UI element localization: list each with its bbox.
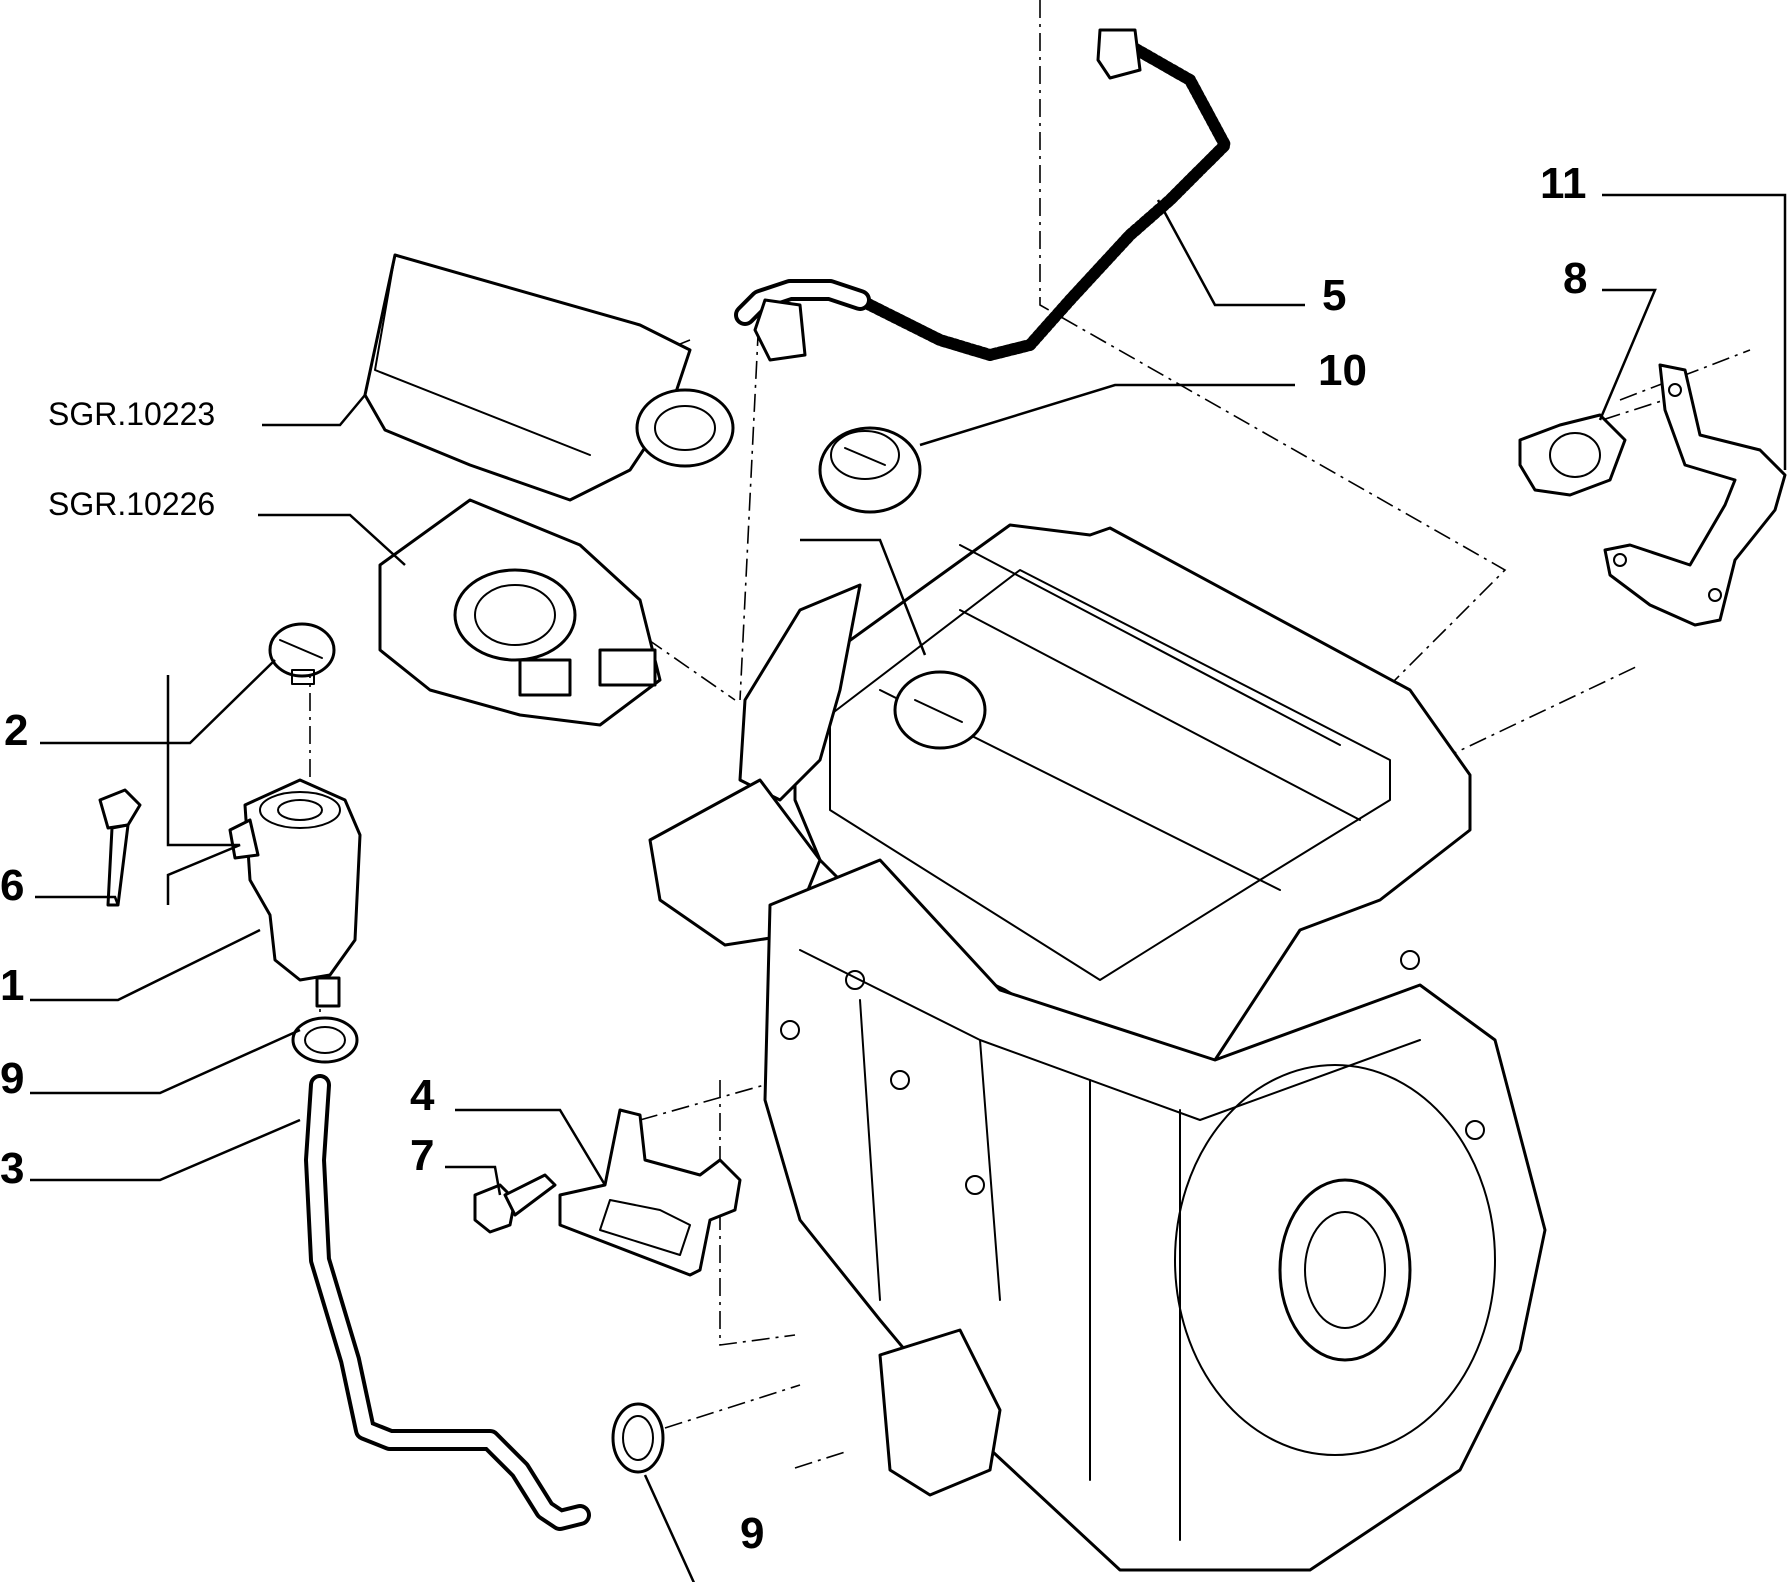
pipe-clip xyxy=(1518,413,1627,497)
callout-5: 5 xyxy=(1322,271,1346,320)
callout-2: 2 xyxy=(4,706,28,755)
filler-pointer-line xyxy=(800,538,927,656)
hose-clamp-upper xyxy=(291,1016,359,1064)
mounting-bracket xyxy=(558,1108,742,1277)
support-bracket xyxy=(1603,363,1787,627)
engine-block xyxy=(648,523,1547,1572)
callout-8: 8 xyxy=(1563,254,1587,303)
vent-pipe xyxy=(734,28,1231,362)
bolt-7 xyxy=(473,1173,557,1234)
callout-9-lower: 9 xyxy=(740,1509,764,1558)
leader-lines xyxy=(30,193,1787,1582)
bolt-6 xyxy=(98,788,142,907)
callout-3: 3 xyxy=(0,1144,24,1193)
oil-filler-cap xyxy=(818,426,922,514)
ref-sgr-10223: SGR.10223 xyxy=(48,396,215,432)
callout-10: 10 xyxy=(1318,346,1367,395)
callout-4: 4 xyxy=(410,1071,435,1120)
breather-hose xyxy=(304,1074,591,1531)
throttle-body xyxy=(378,498,662,727)
callout-6: 6 xyxy=(0,861,24,910)
hose-clamp-lower xyxy=(611,1402,665,1474)
ref-sgr-10226: SGR.10226 xyxy=(48,486,215,522)
callout-7: 7 xyxy=(410,1131,434,1180)
air-intake-duct xyxy=(363,253,735,502)
callout-11: 11 xyxy=(1540,159,1587,208)
callout-1: 1 xyxy=(0,961,24,1010)
callout-9-upper: 9 xyxy=(0,1054,24,1103)
separator-cap xyxy=(268,622,336,685)
oil-separator xyxy=(228,778,362,1008)
